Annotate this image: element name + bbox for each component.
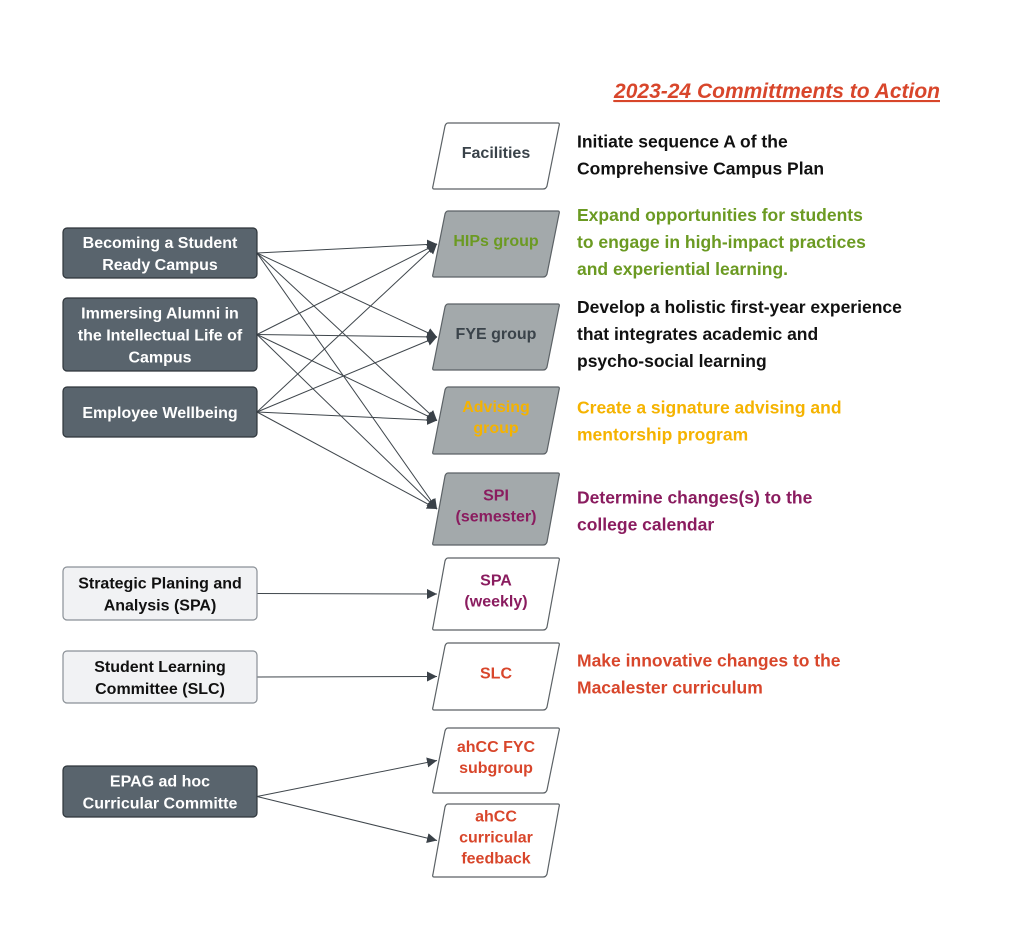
edge-employee-to-advising <box>256 411 438 426</box>
edge-employee-to-hips <box>256 243 438 413</box>
source-box <box>62 650 258 704</box>
target-node-ahcc_fyc[interactable]: ahCC FYC subgroup <box>432 727 560 794</box>
label-line: college calendar <box>577 515 714 535</box>
label-line: psycho-social learning <box>577 351 767 371</box>
label-line: Facilities <box>462 145 531 162</box>
label-line: feedback <box>461 851 530 868</box>
target-node-spa_t[interactable]: SPA (weekly) <box>432 557 560 631</box>
source-box <box>62 297 258 372</box>
target-node-advising[interactable]: Advising group <box>432 386 560 455</box>
parallelogram-shape <box>432 122 560 190</box>
label-line: Determine changes(s) to the <box>577 488 813 508</box>
edge-slc-to-slc_t <box>256 671 438 682</box>
label-line: Committee (SLC) <box>95 681 225 698</box>
parallelogram-shape <box>432 303 560 371</box>
edge-immersing-to-fye <box>256 331 438 342</box>
source-box <box>62 386 258 438</box>
label-line: Campus <box>128 350 191 367</box>
action-text: Determine changes(s) to the college calen… <box>577 488 813 535</box>
label-line: Macalester curriculum <box>577 678 763 698</box>
label-line: and experiential learning. <box>577 259 788 279</box>
source-node-immersing[interactable]: Immersing Alumni in the Intellectual Life… <box>62 297 258 372</box>
target-node-spi[interactable]: SPI (semester) <box>432 472 560 546</box>
label-line: Becoming a Student <box>83 235 238 252</box>
label-line: (weekly) <box>464 594 527 611</box>
parallelogram-shape <box>432 727 560 794</box>
label-line: Initiate sequence A of the <box>577 132 788 152</box>
parallelogram-shape <box>432 642 560 711</box>
target-node-ahcc_fb[interactable]: ahCC curricular feedback <box>432 803 560 878</box>
label-line: Develop a holistic first-year experience <box>577 297 902 317</box>
label-line: HIPs group <box>453 233 539 250</box>
label-line: Make innovative changes to the <box>577 651 841 671</box>
edge-immersing-to-spi <box>256 334 438 510</box>
label-line: Comprehensive Campus Plan <box>577 159 824 179</box>
parallelogram-shape <box>432 557 560 631</box>
label-line: curricular <box>459 830 533 847</box>
parallelogram-shape <box>432 210 560 278</box>
source-box <box>62 566 258 621</box>
edge-epag-to-ahcc_fyc <box>256 757 438 797</box>
label-line: ahCC <box>475 809 517 826</box>
label-line: to engage in high-impact practices <box>577 232 866 252</box>
label-line: Employee Wellbeing <box>82 405 237 422</box>
edge-becoming-to-hips <box>256 239 438 254</box>
label-line: ahCC FYC <box>457 739 536 756</box>
target-node-hips[interactable]: HIPs group <box>432 210 560 278</box>
label-line: Analysis (SPA) <box>104 598 217 615</box>
label-line: Student Learning <box>94 659 226 676</box>
label-line: Immersing Alumni in <box>81 306 239 323</box>
edge-becoming-to-fye <box>256 252 438 338</box>
label-line: group <box>473 420 519 437</box>
label-line: Expand opportunities for students <box>577 205 863 225</box>
action-text: Create a signature advising and mentorshi… <box>577 398 842 445</box>
label-line: Strategic Planing and <box>78 576 242 593</box>
label-line: mentorship program <box>577 425 748 445</box>
label-line: Create a signature advising and <box>577 398 842 418</box>
label-line: Curricular Committe <box>83 796 238 813</box>
target-node-facilities[interactable]: Facilities <box>432 122 560 190</box>
label-line: SPA <box>480 573 512 590</box>
source-node-employee[interactable]: Employee Wellbeing <box>62 386 258 438</box>
target-node-fye[interactable]: FYE group <box>432 303 560 371</box>
target-node-slc_t[interactable]: SLC <box>432 642 560 711</box>
label-line: Advising <box>462 399 530 416</box>
parallelogram-shape <box>432 803 560 878</box>
label-line: FYE group <box>456 326 537 343</box>
edge-immersing-to-hips <box>256 243 438 335</box>
action-text: Expand opportunities for students to enga… <box>577 205 866 279</box>
action-text: Develop a holistic first-year experience… <box>577 297 902 371</box>
edge-becoming-to-spi <box>256 252 438 510</box>
label-line: the Intellectual Life of <box>78 328 243 345</box>
label-line: subgroup <box>459 760 533 777</box>
label-line: (semester) <box>456 509 537 526</box>
label-line: SPI <box>483 488 509 505</box>
action-text: Initiate sequence A of theComprehensive … <box>577 132 824 179</box>
edge-spa-to-spa_t <box>256 588 438 599</box>
label-line: SLC <box>480 666 512 683</box>
label-line: Ready Campus <box>102 257 218 274</box>
diagram-title: 2023-24 Committments to Action <box>613 80 940 103</box>
action-text: Make innovative changes to theMacalester… <box>577 651 841 698</box>
edge-epag-to-ahcc_fb <box>256 796 438 843</box>
source-box <box>62 765 258 818</box>
edge-immersing-to-advising <box>256 334 438 421</box>
edge-employee-to-fye <box>256 336 438 413</box>
edge-employee-to-spi <box>256 411 438 510</box>
label-line: that integrates academic and <box>577 324 818 344</box>
edge-becoming-to-advising <box>256 252 438 421</box>
label-line: EPAG ad hoc <box>110 774 210 791</box>
source-box <box>62 227 258 279</box>
parallelogram-shape <box>432 386 560 455</box>
parallelogram-shape <box>432 472 560 546</box>
